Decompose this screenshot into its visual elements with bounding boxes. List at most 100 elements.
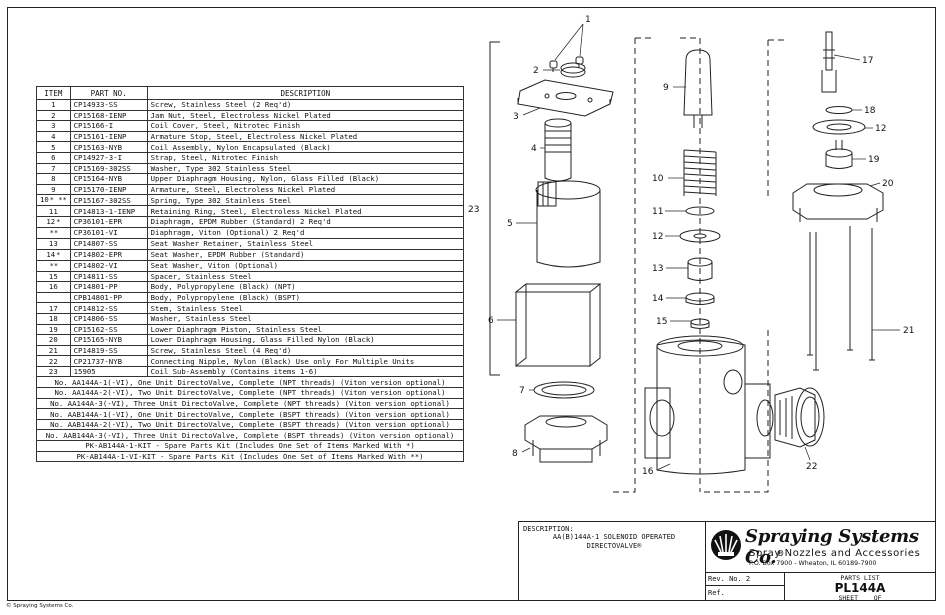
item-number-text: 5: [51, 142, 56, 152]
part-description: Body, Polypropylene (Black) (NPT): [146, 281, 465, 293]
spare-kit-mark: *: [56, 250, 61, 259]
lower-diaphragm-piston: [825, 140, 853, 169]
part-description: Lower Diaphragm Housing, Glass Filled Ny…: [146, 334, 465, 346]
callout-19: 19: [868, 155, 880, 165]
header-description: DESCRIPTION: [146, 86, 465, 100]
item-number-text: 9: [51, 185, 56, 195]
callout-12: 12: [652, 232, 663, 242]
callout-17: 17: [862, 56, 873, 66]
item-number-text: 16: [48, 282, 58, 292]
valve-body: [644, 335, 774, 475]
item-number: **: [36, 259, 71, 272]
kit-description: No. AAB144A-1(-VI), One Unit DirectoValv…: [36, 408, 464, 420]
description-line-1: AA(B)144A-1 SOLENOID OPERATED: [552, 533, 676, 541]
part-description: Spring, Type 302 Stainless Steel: [146, 194, 465, 207]
callout-18: 18: [864, 106, 876, 116]
item-number-text: 21: [48, 345, 58, 355]
washer-7: [533, 381, 595, 399]
callout-9: 9: [663, 83, 669, 93]
item-number-text: 23: [48, 367, 58, 377]
callout-3: 3: [513, 112, 519, 122]
spare-kit-mark: *: [56, 217, 61, 226]
description-line-2: DIRECTOVALVE®: [586, 542, 642, 550]
screw-pair: [549, 56, 584, 72]
parts-list-label: PARTS LIST: [840, 574, 880, 582]
brand-registered-mark: ®: [776, 548, 785, 558]
callout-12b: 12: [875, 124, 886, 134]
part-description: Lower Diaphragm Piston, Stainless Steel: [146, 323, 465, 336]
brand-address: P.O. Box 7900 - Wheaton, IL 60189-7900: [749, 560, 877, 567]
item-number: 10* **: [36, 194, 71, 207]
part-description: Body, Polypropylene (Black) (BSPT): [146, 291, 465, 304]
item-number-text: 15: [48, 271, 58, 281]
table-header-row: ITEM PART NO. DESCRIPTION: [36, 86, 465, 100]
kit-row: No. AA144A-3(-VI), Three Unit DirectoVal…: [36, 397, 464, 410]
callout-6: 6: [488, 316, 494, 326]
company-logo-cell: Spraying Systems Co.® Spray Nozzles and …: [705, 522, 935, 573]
copyright-notice: © Spraying Systems Co.: [6, 603, 74, 609]
kit-description: PK-AB144A-1-VI-KIT - Spare Parts Kit (In…: [36, 450, 464, 463]
kit-description: No. AAB144A-3(-VI), Three Unit DirectoVa…: [36, 429, 464, 442]
kit-description: No. AAB144A-2(-VI), Two Unit DirectoValv…: [36, 418, 464, 431]
part-number: CP15167-302SS: [69, 194, 148, 207]
coil-subassembly-bracket: [489, 41, 500, 376]
washer-18: [825, 106, 853, 114]
item-number-text: 1: [51, 100, 56, 110]
parts-list-number: PL144A: [834, 581, 886, 595]
item-number-text: 13: [48, 239, 58, 249]
callout-16: 16: [642, 467, 654, 477]
item-number-text: 20: [48, 335, 58, 345]
lower-diaphragm-housing: [792, 183, 884, 222]
sheet-label: SHEET OF: [838, 594, 882, 602]
item-number-text: 12: [46, 216, 56, 226]
callout-11: 11: [652, 207, 663, 217]
description-value: AA(B)144A-1 SOLENOID OPERATED DIRECTOVAL…: [529, 533, 699, 551]
spring: [683, 149, 717, 196]
kit-row: No. AA144A-2(-VI), Two Unit DirectoValve…: [36, 387, 464, 399]
part-description: Coil Sub-Assembly (Contains items 1-6): [146, 365, 465, 378]
description-cell: DESCRIPTION: AA(B)144A-1 SOLENOID OPERAT…: [519, 522, 706, 600]
callout-20: 20: [882, 179, 894, 189]
diaphragm-lower: [812, 119, 866, 135]
callout-13: 13: [652, 264, 663, 274]
callout-15: 15: [656, 317, 667, 327]
item-number-text: 10: [40, 195, 49, 205]
part-description: Spacer, Stainless Steel: [146, 270, 465, 283]
callout-1: 1: [585, 15, 591, 25]
kit-description: No. AA144A-2(-VI), Two Unit DirectoValve…: [36, 387, 464, 399]
item-number-text: 18: [48, 314, 58, 324]
kit-description: PK-AB144A-1-KIT - Spare Parts Kit (Inclu…: [36, 440, 464, 452]
stem: [821, 31, 837, 93]
armature-stop: [544, 118, 572, 182]
item-number-text: 7: [51, 163, 56, 173]
kit-row: PK-AB144A-1-VI-KIT - Spare Parts Kit (In…: [36, 450, 464, 463]
callout-5: 5: [507, 219, 513, 229]
callout-23: 23: [468, 205, 479, 215]
item-number-text: 22: [48, 356, 58, 366]
part-description: Seat Washer, Viton (Optional): [146, 259, 465, 272]
part-description: Washer, Stainless Steel: [146, 312, 465, 325]
connecting-nipple: [774, 387, 825, 448]
callout-8: 8: [512, 449, 518, 459]
part-description: Stem, Stainless Steel: [146, 302, 465, 314]
seat-washer-retainer: [687, 257, 713, 281]
description-label: DESCRIPTION:: [523, 525, 574, 533]
brand-tagline: Spray Nozzles and Accessories: [749, 548, 921, 559]
kit-row: PK-AB144A-1-KIT - Spare Parts Kit (Inclu…: [36, 440, 464, 452]
